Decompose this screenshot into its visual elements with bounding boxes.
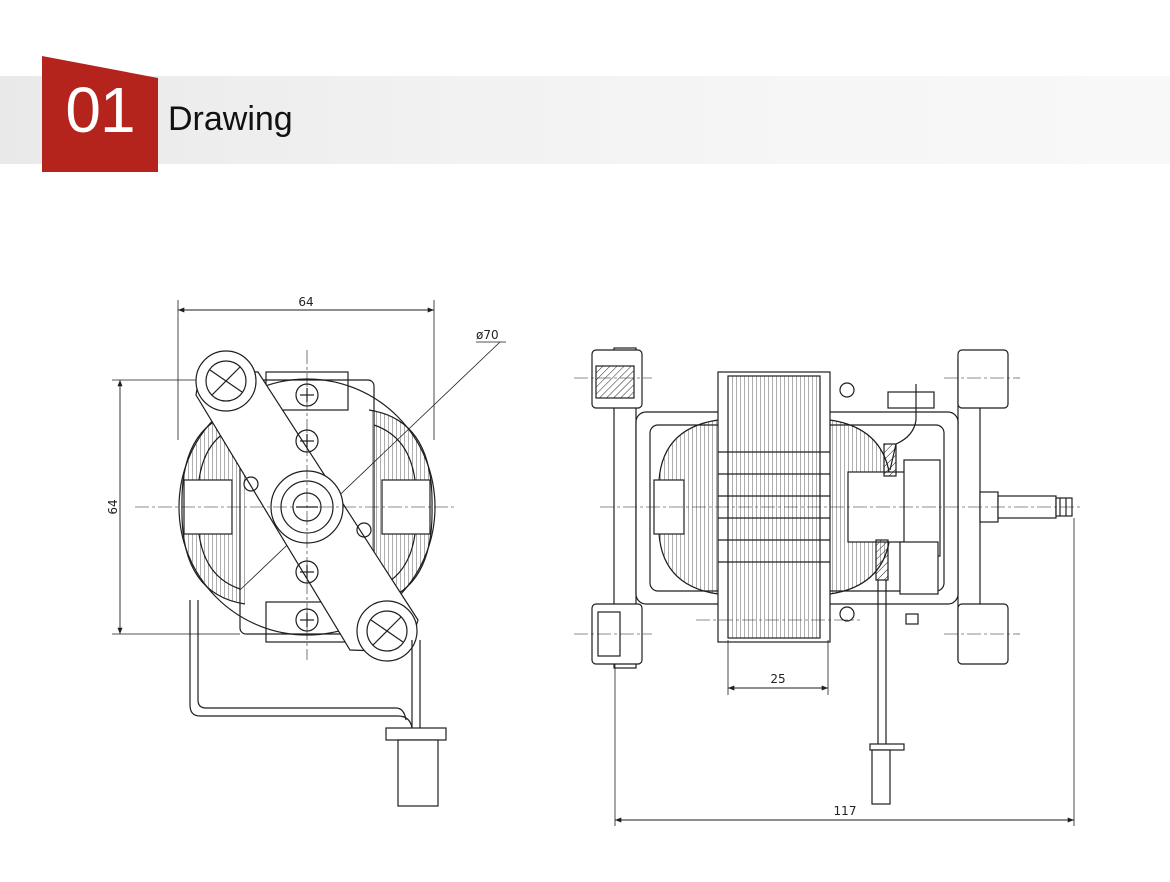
side-plug-collar [869, 743, 905, 751]
mounting-boss-top [195, 350, 257, 412]
badge-shape [42, 56, 158, 172]
lead-wire-right [411, 640, 421, 728]
wire-sleeve-bottom [875, 539, 889, 581]
front-centerlines [135, 350, 455, 660]
plug-body [397, 739, 439, 807]
side-lead-wire [877, 580, 887, 745]
core-dimension [727, 640, 829, 695]
plug-collar [385, 727, 447, 741]
side-centerlines [574, 377, 1082, 635]
mounting-boss-bottom [356, 600, 418, 662]
stator-screw-top [839, 382, 855, 398]
length-dimension [614, 518, 1075, 826]
right-top-mount [957, 349, 1009, 409]
section-title: Drawing [168, 100, 293, 138]
front-view: 64 64 ø70 [106, 295, 506, 807]
bearing-block [903, 459, 941, 557]
wire-sleeve-top [883, 443, 897, 477]
rivet-left [243, 476, 259, 492]
front-diameter-label: ø70 [476, 328, 499, 342]
core-dimension-label: 25 [770, 672, 785, 686]
side-plug [871, 749, 891, 805]
rivet-right [356, 522, 372, 538]
lead-wire-outer [189, 600, 413, 729]
front-width-dimension [177, 300, 435, 440]
header-band [0, 76, 1170, 164]
section-number-badge: 01 [42, 56, 158, 172]
section-number: 01 [65, 74, 135, 146]
side-view: 25 117 [574, 347, 1082, 826]
front-width-label: 64 [298, 295, 313, 309]
stator-screw-bottom [839, 606, 855, 622]
lead-wire-inner [197, 600, 407, 721]
terminal-slot [905, 613, 919, 625]
front-height-label: 64 [106, 499, 120, 514]
length-dimension-label: 117 [834, 804, 857, 818]
terminal-block [887, 391, 935, 409]
switch-block [899, 541, 939, 595]
left-top-bushing [595, 365, 635, 399]
